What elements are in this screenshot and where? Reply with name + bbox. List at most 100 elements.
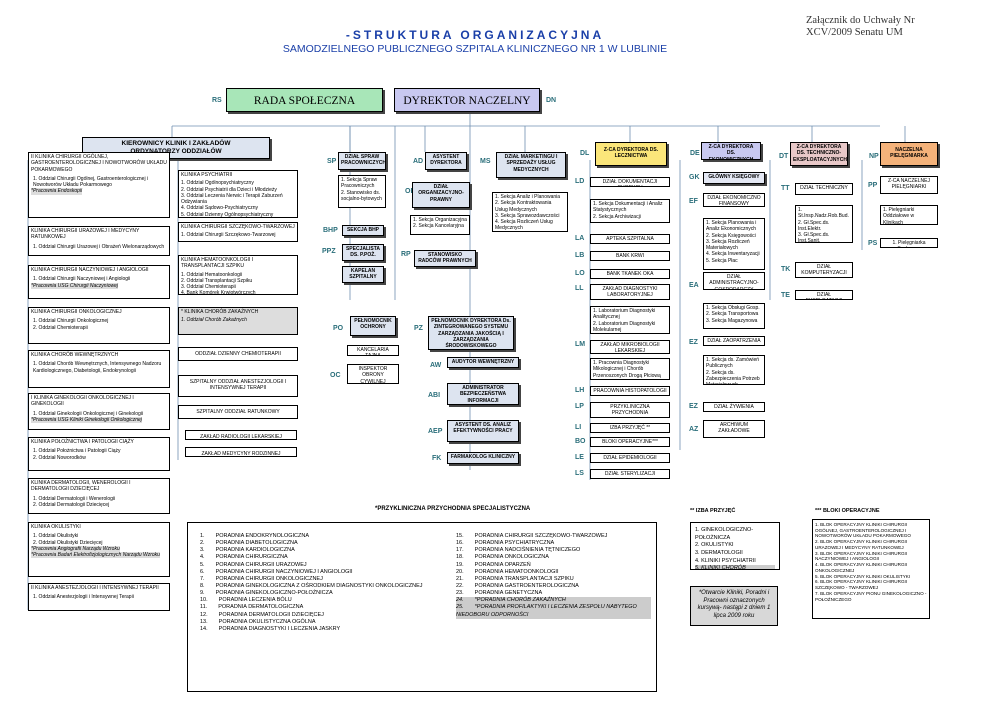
dl-unit-box: BANK KRWI: [590, 251, 670, 261]
clinic-box: KLINIKA HEMATOONKOLOGII I TRANSPLANTACJI…: [178, 255, 298, 295]
bloki-heading: *** BLOKI OPERACYJNE: [815, 508, 880, 514]
clinic-unit: 1. Oddział Ogólnopsychiatryczny: [181, 180, 254, 187]
dl-unit-code: LA: [575, 235, 585, 242]
clinic-title: KLINIKA PSYCHIATRII: [181, 172, 233, 178]
clinic-unit: 1. Oddział Chirurgii Szczękowo-Twarzowej: [181, 232, 276, 239]
clinic-unit: 2. Oddział Chemioterapii: [33, 324, 88, 331]
clinic-title: KLINIKA CHIRURGII SZCZĘKOWO-TWARZOWEJ: [181, 224, 295, 230]
clinic-note: *Pracownia Angiografii Narządu Wzroku: [31, 545, 120, 552]
clinic-box: KLINIKA CHIRURGII URAZOWEJ I MEDYCYNY RA…: [28, 226, 170, 256]
op-item: 2. Sekcja Kancelaryjna: [413, 223, 464, 230]
rp-box: STANOWISKO RADCÓW PRAWNYCH: [414, 250, 476, 267]
title-line-1: -STRUKTURA ORGANIZACYJNA: [345, 28, 605, 42]
clinic-title: KLINIKA OKULISTYKI: [31, 524, 81, 530]
np-box: NACZELNA PIELĘGNIARKA: [880, 142, 938, 166]
clinic-unit: 1. Oddział Anestezjologii i Intensywnej …: [33, 594, 134, 601]
aep-code: AEP: [428, 428, 443, 435]
ms-item: 4. Sekcja Rozliczeń Usług Medycznych: [495, 219, 553, 232]
np-unit-items: 1. Pielęgniarki Oddziałowe w Klinikach: [880, 205, 938, 225]
pps-item: 14. PORADNIA DIAGNOSTYKI I LECZENIA JASK…: [200, 625, 341, 632]
dt-box: Z-CA DYREKTORA DS. TECHNICZNO-EKSPLOATAC…: [790, 142, 848, 166]
clinic-box: II KLINIKA ANESTEZJOLOGII I INTENSYWNEJ …: [28, 583, 170, 611]
dt-unit-box: DZIAŁ KOMPUTERYZACJI: [795, 262, 853, 278]
mid-unit-box: ZAKŁAD MEDYCYNY RODZINNEJ: [185, 447, 297, 457]
dn-code: DN: [546, 97, 557, 104]
bhp-code: BHP: [323, 227, 338, 234]
sp-item: 1. Sekcja Spraw Pracowniczych: [341, 177, 378, 190]
dl-unit-items: 1. Pracownia Diagnostyki Mikologicznej i…: [590, 358, 670, 380]
bloki-item: 3. BLOK OPERACYJNY KLINIKI CHIRURGII NAC…: [815, 550, 908, 562]
de-unit-code: GK: [689, 174, 700, 181]
izba-note: *Otwarcie Kliniki, Poradni i Pracowni oz…: [690, 586, 778, 626]
clinic-unit: 4. Bank Komórek Krwiotwórczych: [181, 290, 256, 295]
dl-unit-box: PRZYKLINICZNA PRZYCHODNIA SPECJALISTYCZN…: [590, 402, 670, 418]
pps-item: 4. PORADNIA CHIRURGICZNA: [200, 554, 288, 561]
clinic-note: *Pracownia Endoskopii: [31, 188, 83, 195]
dl-code: DL: [580, 150, 590, 157]
dl-unit-code: BO: [575, 438, 586, 445]
dl-unit-code: LI: [575, 424, 582, 431]
pps-item: 11. PORADNIA DERMATOLOGICZNA: [200, 604, 304, 611]
pps-item: 9. PORADNIA GINEKOLOGICZNO-POŁOŻNICZA: [200, 590, 333, 597]
dl-unit-item: 2. Sekcja Archiwizacji: [593, 213, 641, 220]
pps-item: 2. PORADNIA DIABETOLOGICZNA: [200, 540, 298, 547]
sp-box: DZIAŁ SPRAW PRACOWNICZYCH: [338, 152, 386, 170]
np-unit-code: PS: [868, 240, 878, 247]
izba-item: 4. KLINIKI PSYCHIATRII: [695, 557, 756, 564]
pz-code: PZ: [414, 325, 423, 332]
ad-box: ASYSTENT DYREKTORA: [425, 152, 467, 170]
ppz-box: SPECJALISTA DS. P.POŻ.: [342, 244, 384, 261]
annex-note: Załącznik do Uchwały Nr XCV/2009 Senatu …: [806, 15, 915, 39]
pps-item: 20. PORADNIA HEMATOONKOLOGII: [456, 568, 559, 575]
clinic-box: KLINIKA CHIRURGII NACZYNIOWEJ I ANGIOLOG…: [28, 265, 170, 299]
clinic-unit: 2. Oddział Dermatologii Dziecięcej: [33, 501, 110, 508]
izba-item: 2. OKULISTYKI: [695, 542, 734, 549]
oc-box: INSPEKTOR OBRONY CYWILNEJ: [347, 364, 399, 384]
clinic-unit: 2. Oddział Noworodków: [33, 454, 86, 461]
clinic-unit: 1. Oddział Okulistyki: [33, 533, 79, 540]
clinic-unit: 2. Oddział Psychiatrii dla Dzieci i Młod…: [181, 186, 277, 193]
bloki-item: 1. BLOK OPERACYJNY KLINIKI CHIRURGII OGÓ…: [815, 522, 911, 539]
pps-item: 25. *PORADNIA PROFILAKTYKI I LECZENIA ZE…: [456, 604, 651, 619]
pps-item: 7. PORADNIA CHIRURGII ONKOLOGICZNEJ: [200, 575, 323, 582]
dl-unit-item: 1. Laboratorium Diagnostyki Analitycznej: [593, 308, 656, 321]
dl-unit-box: ZAKŁAD DIAGNOSTYKI LABORATORYJNEJ: [590, 284, 670, 300]
clinic-title: * KLINIKA CHORÓB ZAKAŹNYCH: [181, 309, 259, 315]
aw-code: AW: [430, 362, 442, 369]
de-unit-item: 4. Sekcja Inwentaryzacji: [706, 251, 760, 258]
izba-heading: ** IZBA PRZYJĘĆ: [690, 508, 736, 514]
dl-unit-code: LD: [575, 178, 585, 185]
dl-unit-code: LP: [575, 403, 584, 410]
fk-box: FARMAKOLOG KLINICZNY: [447, 452, 519, 464]
de-unit-code: EZ: [689, 403, 698, 410]
clinic-unit: 5. Oddział Dzienny Ogólnopsychiatryczny: [181, 211, 274, 218]
mid-unit-box: SZPITALNY ODDZIAŁ ANESTEZJOLOGII I INTEN…: [178, 375, 298, 397]
bhp-box: SEKCJA BHP: [342, 225, 384, 236]
dt-unit-box: DZIAŁ EKSPLOATACJI: [795, 290, 853, 300]
pps-item: 13. PORADNIA OKULISTYCZNA OGÓLNA: [200, 618, 316, 625]
clinic-unit: 1. Oddział Chirurgii Ogólnej, Gastroente…: [33, 175, 149, 188]
pps-item: 5. PORADNIA CHIRURGII URAZOWEJ: [200, 561, 307, 568]
bloki-item: 2. BLOK OPERACYJNY KLINIKI CHIRURGII URA…: [815, 539, 908, 550]
izba-item: 1. GINEKOLOGICZNO-POŁOŻNICZA: [695, 527, 754, 541]
clinic-unit: 1. Oddział Chirurgii Onkologicznej: [33, 318, 109, 325]
clinic-title: II KLINIKA CHIRURGII OGÓLNEJ, GASTROENTE…: [31, 154, 167, 173]
dl-unit-box: DZIAŁ EPIDEMIOLOGII: [590, 453, 670, 463]
op-item: 1. Sekcja Organizacyjna: [413, 217, 467, 223]
clinic-box: KLINIKA CHIRURGII SZCZĘKOWO-TWARZOWEJ 1. …: [178, 222, 298, 242]
pps-item: 24. *PORADNIA CHORÓB ZAKAŹNYCH: [456, 597, 651, 605]
pps-item: 21. PORADNIA TRANSPLANTACJI SZPIKU: [456, 575, 574, 582]
clinic-unit: 3. Oddział Chemioterapii: [181, 284, 236, 290]
clinic-title: II KLINIKA ANESTEZJOLOGII I INTENSYWNEJ …: [31, 585, 159, 591]
izba-item: 3. DERMATOLOGII: [695, 550, 743, 557]
pps-item: 15. PORADNIA CHIRURGII SZCZĘKOWO-TWARZOW…: [456, 533, 608, 539]
de-unit-code: EZ: [689, 339, 698, 346]
dl-unit-code: LH: [575, 387, 585, 394]
op-box: DZIAŁ ORGANIZACYJNO-PRAWNY: [412, 182, 470, 208]
de-unit-item: 3. Sekcja Magazynowa: [706, 317, 758, 324]
oc-code: OC: [330, 372, 341, 379]
clinic-box: KLINIKA PSYCHIATRII 1. Oddział Ogólnopsyc…: [178, 170, 298, 218]
